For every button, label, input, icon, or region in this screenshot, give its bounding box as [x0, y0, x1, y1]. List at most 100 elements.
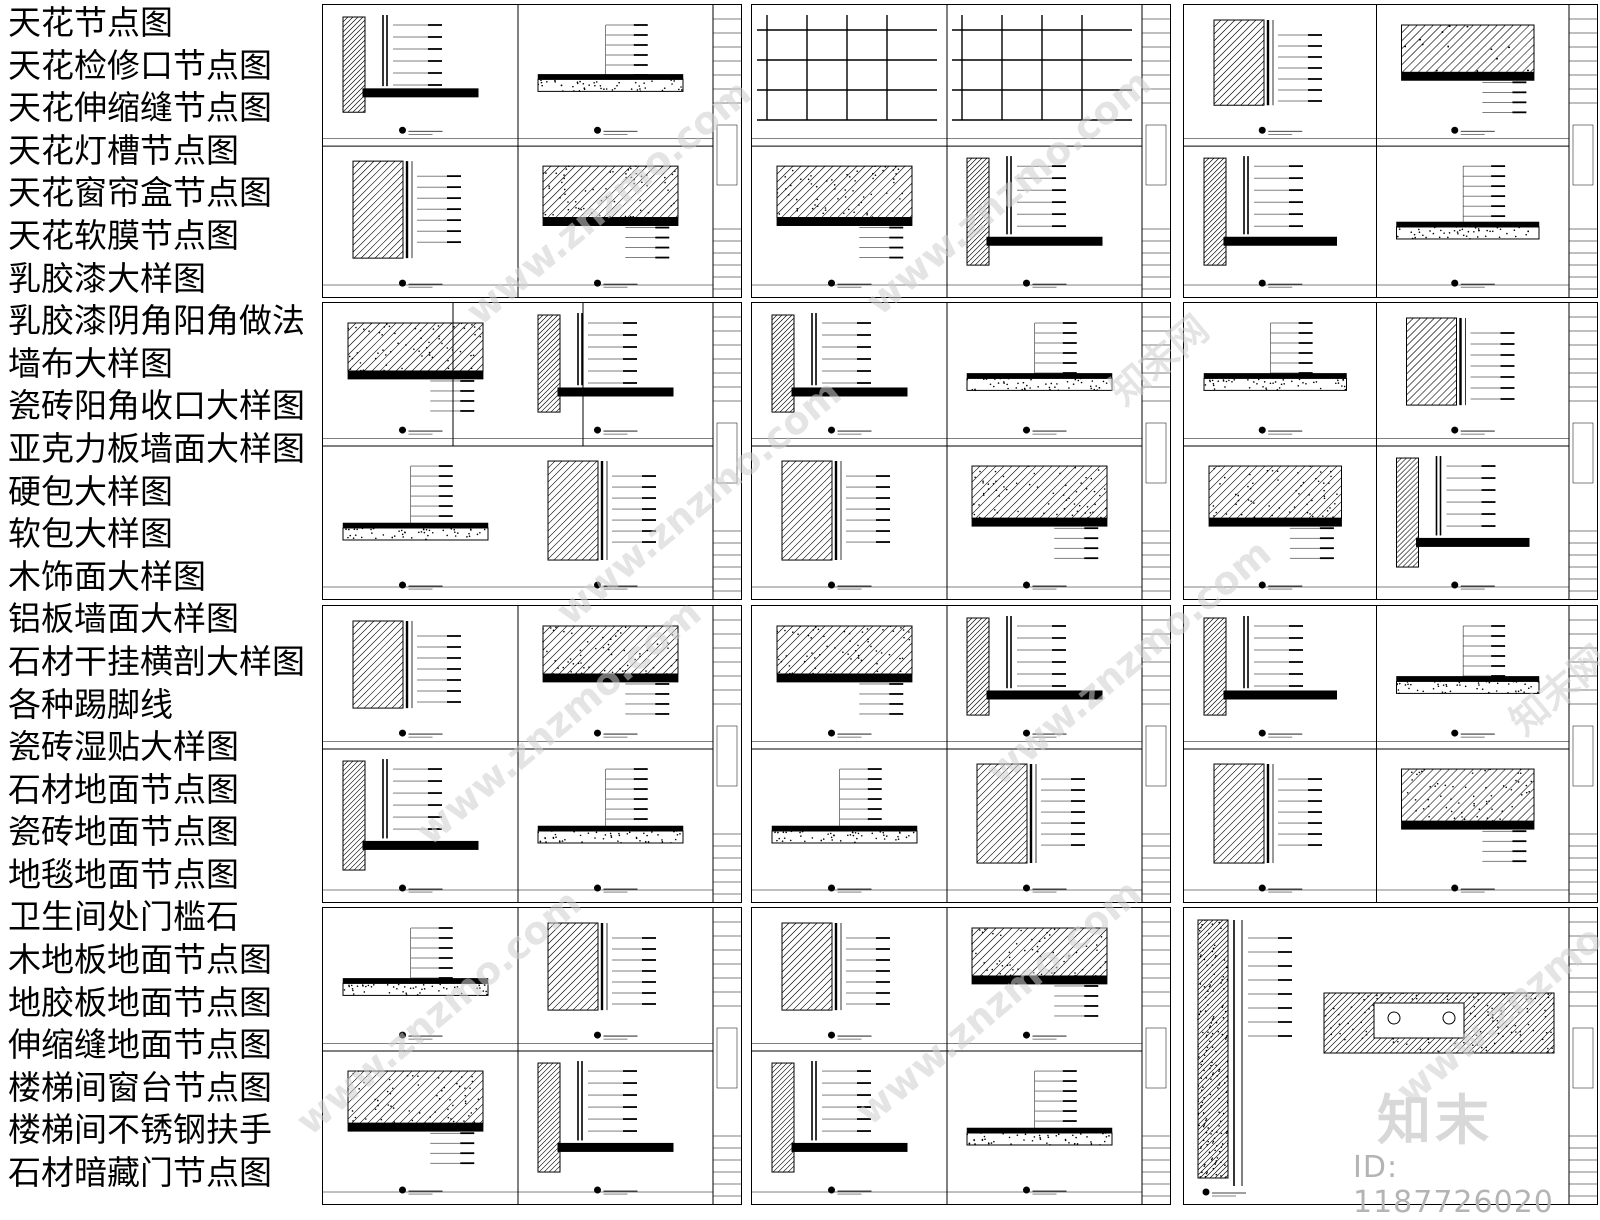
hatch-pattern: [1401, 24, 1535, 73]
drawing-list-item: 软包大样图: [8, 514, 173, 554]
detail-marker-icon: [594, 1031, 601, 1039]
concrete-fill: [1212, 465, 1338, 519]
sheet-10[interactable]: [322, 907, 742, 1205]
detail-marker-icon: [1258, 729, 1266, 737]
hatch-pattern: [776, 625, 913, 675]
drawing-list-item: 地胶板地面节点图: [8, 982, 272, 1022]
hatch-pattern: [1396, 457, 1419, 568]
hatch-pattern: [971, 927, 1108, 977]
hatch-pattern: [537, 1062, 561, 1173]
detail-marker-icon: [1023, 1031, 1030, 1039]
hatch-pattern: [1203, 617, 1227, 716]
drawing-list: 天花节点图天花检修口节点图天花伸缩缝节点图天花灯槽节点图天花窗帘盒节点图天花软膜…: [8, 2, 320, 1195]
concrete-fill: [542, 626, 678, 675]
detail-marker-icon: [399, 426, 406, 434]
sheet-7[interactable]: [322, 605, 742, 903]
detail-marker-icon: [828, 1186, 835, 1194]
drawing-list-item: 天花软膜节点图: [8, 215, 239, 255]
concrete-fill: [1197, 919, 1229, 1179]
detail-marker-icon: [1258, 279, 1266, 287]
sheet-5[interactable]: [751, 302, 1171, 600]
drawing-list-item: 墙布大样图: [8, 343, 173, 383]
sheet-1-drawing: [323, 5, 741, 297]
concrete-fill: [345, 527, 486, 541]
hatch-pattern: [971, 465, 1108, 519]
detail-marker-icon: [399, 729, 406, 737]
hatch-pattern: [976, 763, 1028, 864]
hatch-pattern: [1213, 19, 1265, 106]
detail-marker-icon: [399, 126, 406, 134]
sheet-8[interactable]: [751, 605, 1171, 903]
drawing-list-item: 地毯地面节点图: [8, 854, 239, 894]
detail-marker-icon: [1258, 884, 1266, 892]
hatch-pattern: [771, 1062, 795, 1173]
detail-marker-icon: [1023, 279, 1030, 287]
sheet-1[interactable]: [322, 4, 742, 298]
detail-marker-icon: [1202, 1188, 1210, 1196]
sheet-11-drawing: [752, 908, 1170, 1204]
detail-marker-icon: [828, 581, 835, 589]
concrete-fill: [1406, 768, 1533, 822]
detail-marker-icon: [1258, 126, 1266, 134]
detail-marker-icon: [594, 884, 601, 892]
hatch-pattern: [1208, 465, 1342, 519]
drawing-list-item: 天花伸缩缝节点图: [8, 88, 272, 128]
hatch-pattern: [352, 160, 404, 259]
drawing-list-item: 石材干挂横剖大样图: [8, 641, 305, 681]
hinge-icon: [1442, 1011, 1456, 1025]
drawing-list-item: 瓷砖湿贴大样图: [8, 727, 239, 767]
drawing-list-item: 硬包大样图: [8, 471, 173, 511]
sheet-3[interactable]: [1183, 4, 1598, 298]
detail-marker-icon: [1451, 581, 1459, 589]
drawing-list-item: 天花检修口节点图: [8, 45, 272, 85]
detail-marker-icon: [399, 581, 406, 589]
detail-marker-icon: [594, 426, 601, 434]
drawing-list-item: 楼梯间不锈钢扶手: [8, 1110, 272, 1150]
concrete-fill: [1404, 25, 1529, 72]
hatch-pattern: [771, 314, 795, 413]
hatch-pattern: [1401, 768, 1535, 822]
concrete-fill: [776, 165, 903, 218]
concrete-fill: [351, 1070, 480, 1124]
concrete-fill: [1396, 680, 1539, 695]
hatch-pattern: [776, 165, 913, 218]
concrete-fill: [971, 928, 1107, 977]
sheet-6[interactable]: [1183, 302, 1598, 600]
sheet-2[interactable]: [751, 4, 1171, 298]
hatch-pattern: [537, 314, 561, 413]
detail-marker-icon: [399, 279, 406, 287]
drawing-list-item: 瓷砖阳角收口大样图: [8, 386, 305, 426]
drawing-list-item: 乳胶漆阴角阳角做法: [8, 301, 305, 341]
sheet-12[interactable]: [1183, 907, 1598, 1205]
drawing-list-item: 楼梯间窗台节点图: [8, 1067, 272, 1107]
drawing-list-item: 瓷砖地面节点图: [8, 812, 239, 852]
brand-logo: 知末: [1377, 1089, 1493, 1152]
detail-marker-icon: [828, 1031, 835, 1039]
concrete-fill: [1204, 377, 1347, 392]
detail-marker-icon: [1451, 729, 1459, 737]
sheet-9[interactable]: [1183, 605, 1598, 903]
detail-marker-icon: [828, 279, 835, 287]
drawing-list-item: 石材暗藏门节点图: [8, 1153, 272, 1193]
sheet-7-drawing: [323, 606, 741, 902]
concrete-fill: [343, 982, 488, 997]
drawing-list-item: 乳胶漆大样图: [8, 258, 206, 298]
sheet-5-drawing: [752, 303, 1170, 599]
hatch-pattern: [347, 322, 484, 372]
detail-marker-icon: [828, 426, 835, 434]
hatch-pattern: [1203, 157, 1227, 266]
drawing-list-item: 天花节点图: [8, 3, 173, 42]
sheet-4[interactable]: [322, 302, 742, 600]
detail-marker-icon: [1451, 126, 1459, 134]
drawing-list-item: 天花灯槽节点图: [8, 130, 239, 170]
sheet-3-drawing: [1184, 5, 1597, 297]
detail-marker-icon: [399, 1031, 406, 1039]
hatch-pattern: [1406, 317, 1457, 406]
detail-marker-icon: [1258, 426, 1266, 434]
hatch-pattern: [547, 922, 599, 1011]
detail-marker-icon: [1023, 729, 1030, 737]
sheet-11[interactable]: [751, 907, 1171, 1205]
sheet-2-drawing: [752, 5, 1170, 297]
sheet-9-drawing: [1184, 606, 1597, 902]
concrete-fill: [347, 322, 482, 372]
